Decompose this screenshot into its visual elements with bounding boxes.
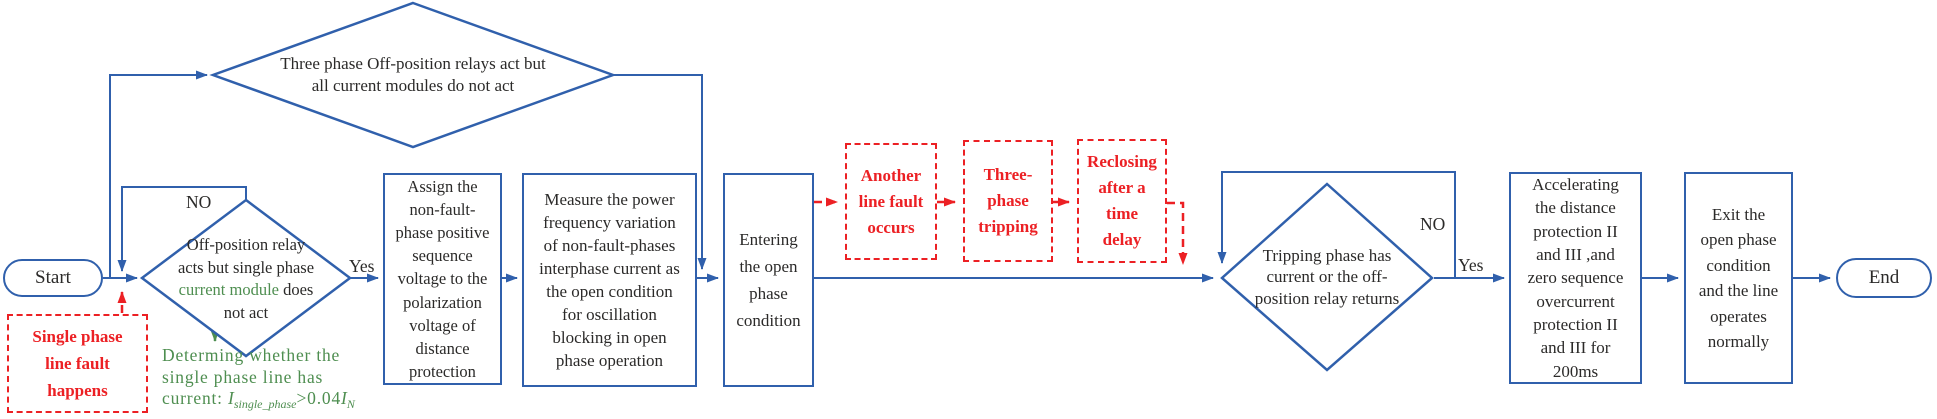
exit-open-phase-label: Exit the open phase condition and the li… <box>1698 204 1779 352</box>
start-label: Start <box>35 267 71 288</box>
another-line-fault-label: Another line fault occurs <box>858 165 924 237</box>
no-label-tripping-diamond: NO <box>1420 214 1446 234</box>
connector-no-loop-tripping-diamond <box>1217 171 1456 278</box>
green-note-threshold: >0.04 <box>296 388 341 408</box>
no-label-single-diamond: NO <box>186 192 212 212</box>
assign-voltage-label: Assign the non-fault- phase positive seq… <box>395 176 490 382</box>
another-line-fault-box: Another line fault occurs <box>845 143 937 260</box>
connector-no-loop-single-diamond <box>117 186 247 272</box>
tripping-diamond-text: Tripping phase has current or the off- p… <box>1254 245 1400 308</box>
measure-variation-label: Measure the power frequency variation of… <box>539 190 680 370</box>
single-diamond-text-pre: Off-position relay acts but single phase <box>177 235 315 277</box>
three-phase-tripping-box: Three- phase tripping <box>963 140 1053 262</box>
reclosing-label: Reclosing after a time delay <box>1087 152 1157 249</box>
connector-top-diamond-to-entering <box>613 74 707 270</box>
top-diamond-text: Three phase Off-position relays act but … <box>280 54 546 95</box>
measure-variation-box: Measure the power frequency variation of… <box>522 173 697 387</box>
yes-label-single-diamond: Yes <box>349 256 375 276</box>
green-note-current-subscript: single_phase <box>233 397 297 411</box>
connector-junction-to-top-diamond <box>109 70 208 278</box>
accelerating-protection-box: Accelerating the distance protection II … <box>1509 172 1642 384</box>
top-diamond-shape <box>209 1 617 149</box>
top-diamond-label: Three phase Off-position relays act but … <box>243 47 583 103</box>
green-note-nominal-symbol: I <box>341 388 347 408</box>
green-note-current-symbol: I <box>228 388 234 408</box>
single-phase-fault-note-label: Single phase line fault happens <box>32 327 123 400</box>
entering-open-phase-label: Entering the open phase condition <box>736 230 801 330</box>
end-node: End <box>1836 258 1932 298</box>
end-label: End <box>1868 267 1900 288</box>
single-phase-fault-note: Single phase line fault happens <box>7 314 148 413</box>
single-diamond-text-post: does not act <box>223 280 314 322</box>
exit-open-phase-box: Exit the open phase condition and the li… <box>1684 172 1793 384</box>
single-diamond-text-green: current module <box>178 280 279 299</box>
tripping-diamond-label: Tripping phase has current or the off- p… <box>1235 244 1419 310</box>
tripping-diamond-shape <box>1220 182 1434 372</box>
start-node: Start <box>3 259 103 297</box>
connector-reclosing-to-main-line <box>1167 201 1188 265</box>
three-phase-tripping-label: Three- phase tripping <box>978 165 1038 236</box>
single-phase-diamond-shape <box>139 198 353 358</box>
entering-open-phase-box: Entering the open phase condition <box>723 173 814 387</box>
green-note-nominal-subscript: N <box>346 397 355 411</box>
green-determination-note: Determing whether the single phase line … <box>162 345 412 416</box>
yes-label-tripping-diamond: Yes <box>1458 255 1484 275</box>
accelerating-protection-label: Accelerating the distance protection II … <box>1527 175 1624 381</box>
reclosing-box: Reclosing after a time delay <box>1077 139 1167 263</box>
single-phase-diamond-label: Off-position relay acts but single phase… <box>153 232 339 326</box>
green-note-text: Determing whether the single phase line … <box>162 345 341 408</box>
single-phase-diamond-text: Off-position relay acts but single phase… <box>178 234 314 324</box>
assign-voltage-box: Assign the non-fault- phase positive seq… <box>383 173 502 385</box>
